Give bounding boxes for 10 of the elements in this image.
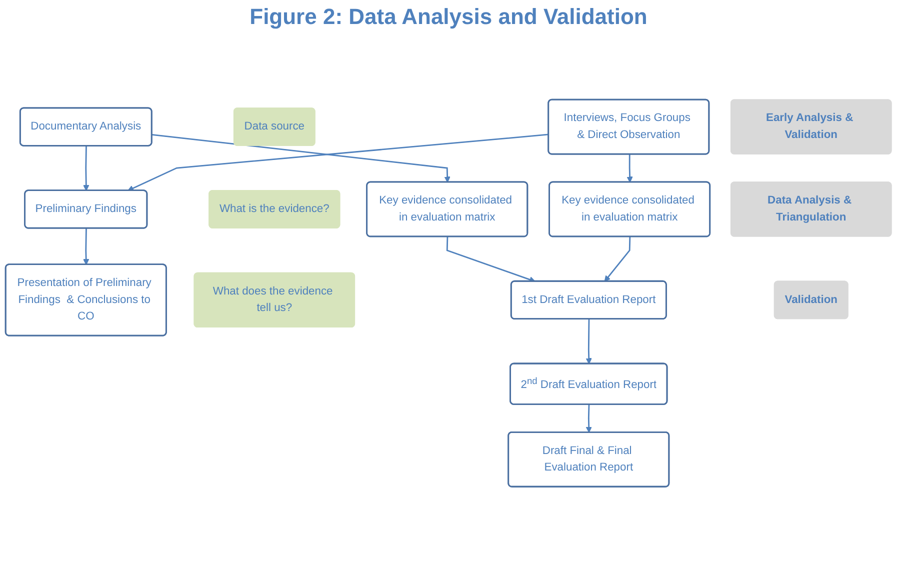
arrow <box>152 134 450 182</box>
arrow <box>83 146 90 191</box>
arrow <box>83 228 90 265</box>
arrow <box>626 154 633 182</box>
diagram-title: Figure 2: Data Analysis and Validation <box>248 4 648 30</box>
arrow <box>586 404 592 433</box>
arrow <box>446 236 536 282</box>
arrow <box>128 134 549 192</box>
arrow <box>586 319 592 364</box>
arrow <box>604 236 631 282</box>
